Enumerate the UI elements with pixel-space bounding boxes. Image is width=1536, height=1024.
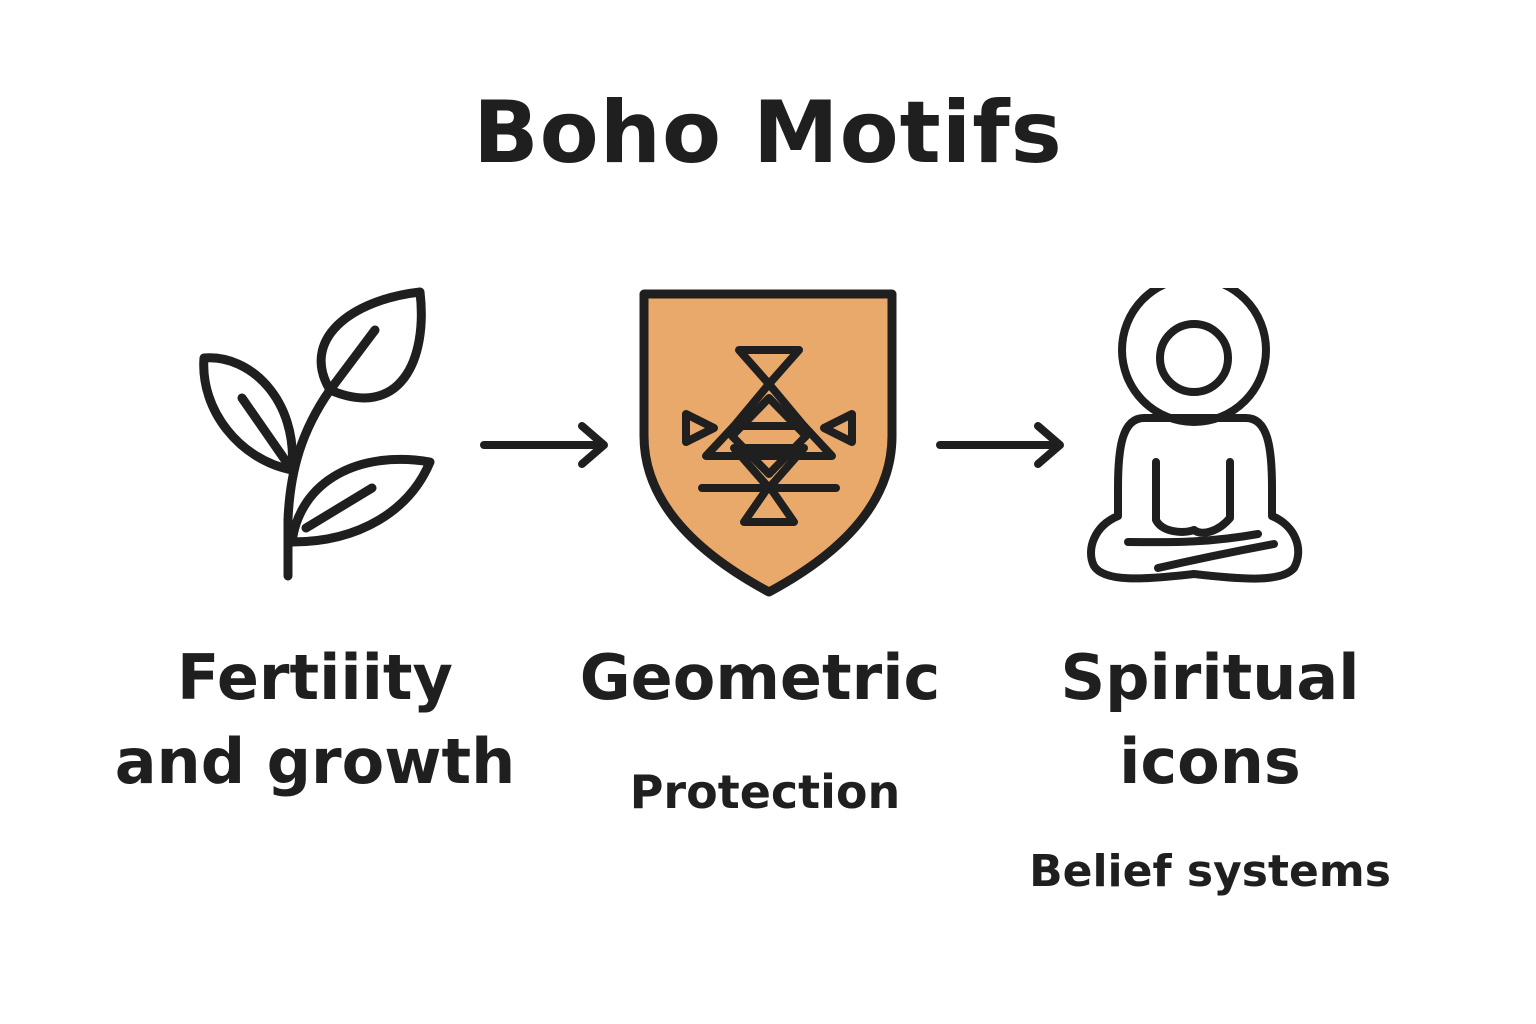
motif-sublabel-protection: Protection — [629, 765, 901, 819]
motif-label-line1: Geometric — [579, 641, 941, 714]
geometric-shield-icon — [639, 289, 897, 597]
arrow-right-icon — [480, 422, 608, 468]
motif-label-fertility: Fertiiity and growth — [90, 636, 540, 804]
motif-label-spiritual: Spiritual icons — [1000, 636, 1420, 804]
motif-label-geometric: Geometric — [540, 636, 980, 720]
motif-label-line2: and growth — [114, 725, 516, 798]
meditating-figure-icon — [1087, 288, 1303, 583]
motif-label-line2: icons — [1119, 725, 1301, 798]
arrow-right-icon — [936, 422, 1064, 468]
motif-label-line1: Spiritual — [1060, 641, 1360, 714]
page-title: Boho Motifs — [473, 83, 1063, 183]
leaf-sprout-icon — [199, 287, 435, 581]
motif-sublabel-belief: Belief systems — [1029, 846, 1391, 897]
motif-label-line1: Fertiiity — [177, 641, 453, 714]
